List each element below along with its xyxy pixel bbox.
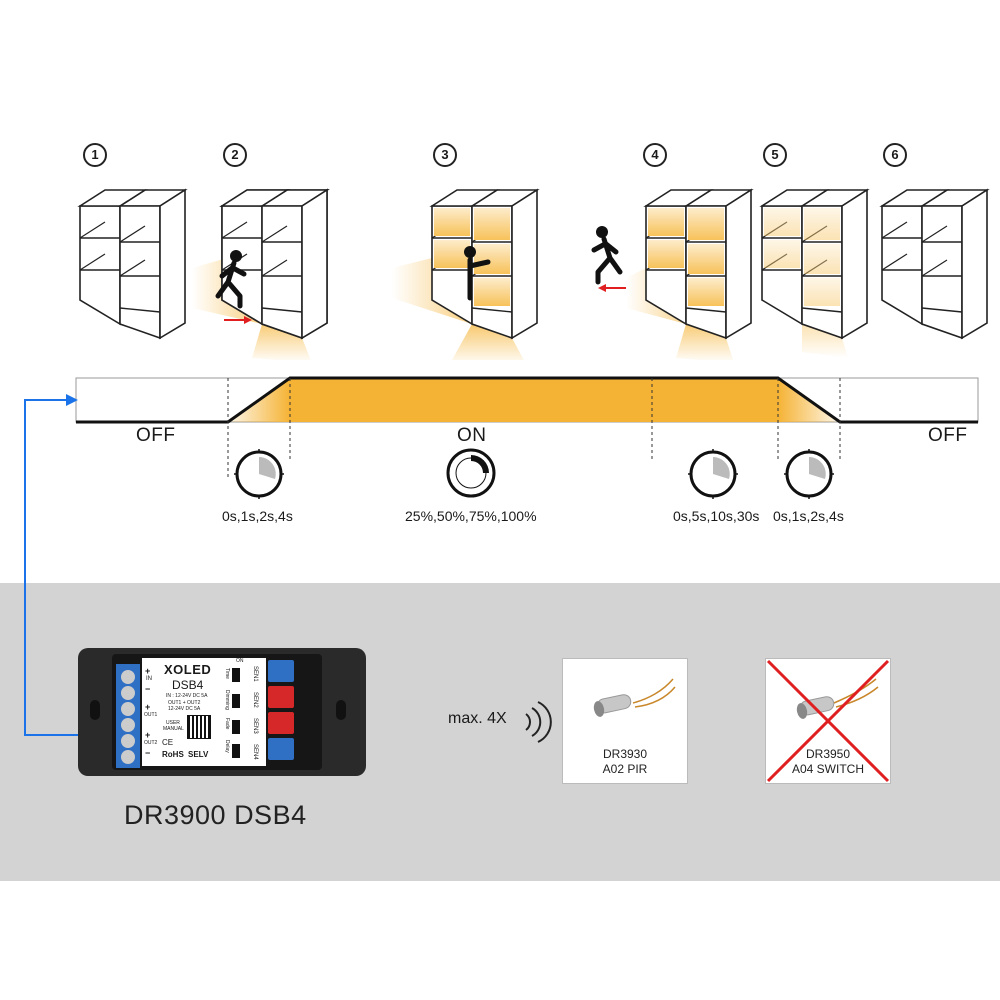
spec-out-rating: 12-24V DC 5A bbox=[168, 706, 201, 712]
model-label: DSB4 bbox=[172, 678, 204, 692]
sensor-1-model: DR3930 bbox=[602, 747, 648, 761]
fade-in-options: 0s,1s,2s,4s bbox=[222, 508, 293, 524]
sensor-1-type: A02 PIR bbox=[602, 762, 648, 776]
sensor-card-pir: DR3930 A02 PIR bbox=[562, 658, 688, 784]
controller-label: + IN − + OUT1 + OUT2 − XOLED DSB4 IN : 1… bbox=[142, 658, 266, 766]
dip-switch-3 bbox=[232, 720, 240, 734]
shelf-6 bbox=[881, 189, 988, 339]
spec-in: IN : 12-24V DC 5A bbox=[166, 693, 208, 699]
sensor-2-type: A04 SWITCH bbox=[791, 762, 864, 776]
terminal-in-minus: − bbox=[145, 684, 151, 694]
qr-code bbox=[187, 715, 211, 739]
light-timeline bbox=[75, 376, 979, 480]
dip-switch-4 bbox=[232, 744, 240, 758]
terminal-out1-plus: + bbox=[145, 702, 151, 712]
dip-label-time: Time bbox=[224, 668, 230, 679]
step-number-4: 4 bbox=[643, 143, 667, 167]
level-line bbox=[76, 376, 978, 424]
connection-arrow bbox=[24, 394, 120, 736]
step-number-5: 5 bbox=[763, 143, 787, 167]
terminal-block bbox=[116, 664, 140, 768]
on-segment bbox=[290, 378, 778, 422]
controller-device: + IN − + OUT1 + OUT2 − XOLED DSB4 IN : 1… bbox=[78, 648, 366, 776]
sen-label-1: SEN1 bbox=[252, 666, 258, 682]
brightness-options: 25%,50%,75%,100% bbox=[405, 508, 537, 524]
state-off-left: OFF bbox=[136, 425, 176, 446]
terminal-out2-label: OUT2 bbox=[144, 740, 158, 746]
sensor-port-4 bbox=[268, 738, 294, 760]
max-sensors-label: max. 4X bbox=[448, 710, 507, 727]
shelf-illustrations bbox=[79, 189, 988, 360]
selv-mark: SELV bbox=[188, 750, 209, 759]
state-off-right: OFF bbox=[928, 425, 968, 446]
timer-dial-icon-fade-out bbox=[784, 449, 834, 499]
ce-mark: CE bbox=[162, 738, 174, 747]
shelf-2-lit bbox=[192, 189, 328, 360]
dimmer-knob-icon bbox=[446, 448, 496, 498]
terminal-out2-plus: + bbox=[145, 730, 151, 740]
sensor-2-model: DR3950 bbox=[805, 747, 851, 761]
sensor-card-switch: DR3950 A04 SWITCH bbox=[765, 658, 891, 784]
signal-waves-icon bbox=[525, 701, 552, 743]
shelf-4-lit bbox=[626, 189, 752, 360]
sen-label-4: SEN4 bbox=[252, 744, 258, 760]
step-number-2: 2 bbox=[223, 143, 247, 167]
direction-arrow-left bbox=[598, 284, 626, 292]
terminal-out1-label: OUT1 bbox=[144, 712, 158, 718]
terminal-in-plus: + bbox=[145, 666, 151, 676]
product-name: DR3900 DSB4 bbox=[124, 800, 307, 830]
rohs-mark: RoHS bbox=[162, 750, 184, 759]
dip-label-fade: Fade bbox=[224, 718, 230, 730]
standing-person bbox=[464, 246, 491, 301]
not-compatible-cross-icon bbox=[766, 659, 890, 783]
step-number-1: 1 bbox=[83, 143, 107, 167]
step-number-3: 3 bbox=[433, 143, 457, 167]
dip-label-dimming: Dimming bbox=[224, 690, 230, 710]
shelf-5-dim bbox=[761, 189, 868, 358]
state-on: ON bbox=[457, 425, 487, 446]
walking-person-4 bbox=[594, 226, 620, 282]
dip-on-label: ON bbox=[236, 658, 244, 664]
sensor-port-2 bbox=[268, 686, 294, 708]
fade-out-options: 0s,1s,2s,4s bbox=[773, 508, 844, 524]
direction-arrow-right bbox=[224, 316, 252, 324]
manual-line2: MANUAL bbox=[163, 726, 184, 732]
manual-line1: USER bbox=[166, 720, 180, 726]
terminal-out2-minus: − bbox=[145, 748, 151, 758]
timer-dial-icon-hold bbox=[688, 449, 738, 499]
sensor-port-3 bbox=[268, 712, 294, 734]
hold-options: 0s,5s,10s,30s bbox=[673, 508, 760, 524]
spec-out: OUT1 + OUT2 bbox=[168, 700, 201, 706]
dip-switch-2 bbox=[232, 694, 240, 708]
sen-label-2: SEN2 bbox=[252, 692, 258, 708]
dip-switch-1 bbox=[232, 668, 240, 682]
terminal-in-label: IN bbox=[146, 676, 152, 682]
pir-sensor-icon bbox=[593, 678, 676, 717]
mount-hole-right bbox=[336, 700, 346, 720]
step-number-6: 6 bbox=[883, 143, 907, 167]
shelf-3-lit bbox=[392, 189, 538, 360]
mount-hole-left bbox=[90, 700, 100, 720]
dip-label-delay: Delay bbox=[224, 740, 230, 753]
timer-dial-icon-fade-in bbox=[234, 449, 284, 499]
shelf-1 bbox=[79, 189, 186, 339]
brand-logo: XOLED bbox=[164, 662, 212, 677]
sen-label-3: SEN3 bbox=[252, 718, 258, 734]
sensor-port-1 bbox=[268, 660, 294, 682]
